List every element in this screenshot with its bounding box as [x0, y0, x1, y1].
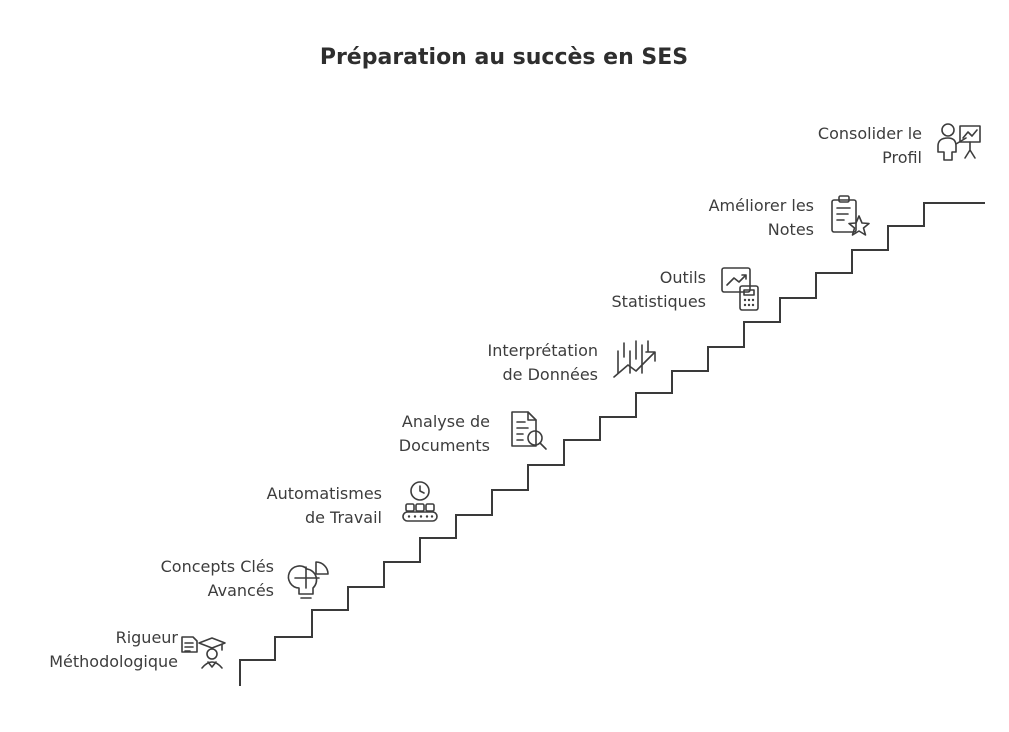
step-label-line: Profil [882, 148, 922, 167]
staircase-line [239, 202, 985, 686]
step-label-line: Documents [399, 436, 490, 455]
step-label-line: Interprétation [487, 341, 598, 360]
lightbulb-chart-icon [287, 561, 329, 599]
step-label-line: Notes [768, 220, 814, 239]
step-label-line: Rigueur [116, 628, 179, 647]
clock-conveyor-icon [402, 481, 438, 522]
step-5: Interprétation de Données [487, 340, 656, 384]
student-document-icon [181, 636, 226, 669]
step-label-line: Statistiques [612, 292, 706, 311]
chart-calculator-icon [721, 267, 759, 311]
chart-trend-icon [613, 340, 656, 378]
step-label-line: Automatismes [267, 484, 382, 503]
step-label-line: de Travail [305, 508, 382, 527]
step-label-line: Méthodologique [49, 652, 178, 671]
step-label-line: Améliorer les [709, 196, 814, 215]
step-3: Automatismes de Travail [267, 481, 438, 527]
clipboard-star-icon [831, 195, 870, 236]
step-4: Analyse de Documents [399, 411, 547, 455]
presenter-icon [937, 123, 981, 161]
step-8: Consolider le Profil [818, 123, 981, 167]
step-label-line: Analyse de [402, 412, 490, 431]
step-label-line: Concepts Clés [161, 557, 274, 576]
step-label-line: de Données [503, 365, 599, 384]
step-label-line: Avancés [208, 581, 274, 600]
step-label-line: Consolider le [818, 124, 922, 143]
document-search-icon [511, 411, 547, 450]
diagram-title: Préparation au succès en SES [320, 45, 688, 70]
step-label-line: Outils [660, 268, 706, 287]
